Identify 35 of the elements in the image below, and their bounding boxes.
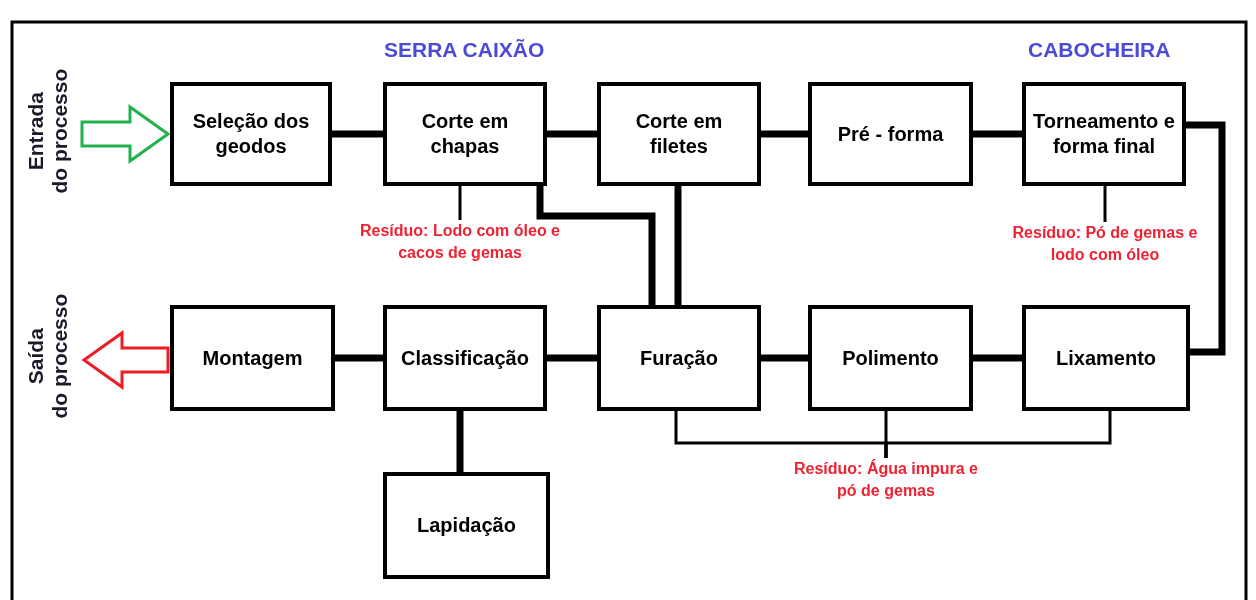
connector-line: [761, 130, 808, 138]
process-box: Polimento: [808, 305, 973, 411]
process-box: Lixamento: [1022, 305, 1190, 411]
section-heading: CABOCHEIRA: [1028, 38, 1171, 62]
connector-line: [674, 186, 682, 305]
process-box: Seleção dos geodos: [170, 82, 332, 186]
connector-line: [547, 130, 597, 138]
side-label: Saída do processo: [23, 266, 73, 447]
block-arrow: [80, 104, 171, 164]
connector-line: [536, 186, 656, 305]
connector-line: [335, 354, 383, 362]
leader-line: [458, 186, 462, 220]
connector-line: [973, 130, 1022, 138]
process-box: Furação: [597, 305, 761, 411]
residue-note: Resíduo: Água impura e pó de gemas: [783, 458, 989, 502]
process-box: Pré - forma: [808, 82, 973, 186]
residue-note: Resíduo: Pó de gemas e lodo com óleo: [1003, 222, 1207, 266]
connector-line: [547, 354, 597, 362]
leader-line: [884, 411, 1112, 458]
process-box: Classificação: [383, 305, 547, 411]
connector-line: [332, 130, 383, 138]
side-label: Entrada do processo: [23, 41, 73, 222]
connector-line: [1186, 121, 1226, 356]
process-box: Corte em filetes: [597, 82, 761, 186]
connector-line: [973, 354, 1022, 362]
connector-line: [456, 411, 464, 472]
leader-line: [1103, 186, 1107, 222]
residue-note: Resíduo: Lodo com óleo e cacos de gemas: [352, 220, 568, 264]
block-arrow: [81, 330, 170, 390]
connector-line: [761, 354, 808, 362]
process-box: Montagem: [170, 305, 335, 411]
process-box: Corte em chapas: [383, 82, 547, 186]
process-box: Lapidação: [383, 472, 550, 579]
process-box: Torneamento e forma final: [1022, 82, 1186, 186]
section-heading: SERRA CAIXÃO: [384, 38, 545, 62]
